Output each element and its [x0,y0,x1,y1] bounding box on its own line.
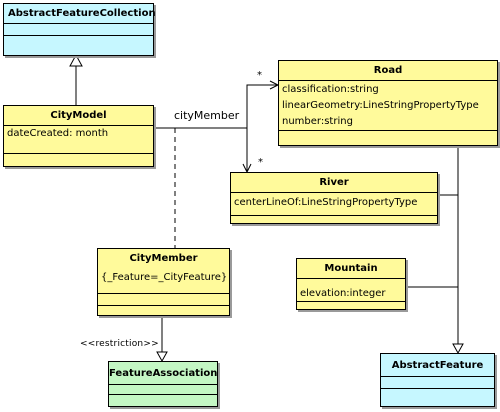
city-model-attribute: dateCreated: month [7,128,109,139]
abstract-feature-collection-operations [4,35,153,36]
abstract-feature-class[interactable]: AbstractFeature [380,353,495,407]
road-multiplicity-label: * [257,70,262,81]
road-attribute: linearGeometry:LineStringPropertyType [282,100,479,111]
river-class[interactable]: River centerLineOf:LineStringPropertyTyp… [230,172,438,224]
city-member-constraint: {_Feature=_CityFeature} [101,272,228,283]
city-model-operations [4,153,153,154]
mountain-operations [297,301,405,302]
road-name: Road [373,65,403,76]
feature-association-attributes [109,384,217,394]
city-member-name: CityMember [129,253,198,264]
abstract-feature-name: AbstractFeature [391,360,484,371]
mountain-attribute: elevation:integer [300,288,386,299]
feature-association-name: FeatureAssociation [109,368,218,379]
river-operations [231,215,437,216]
river-name: River [319,177,349,188]
feature-association-operations [109,394,217,395]
city-member-class[interactable]: CityMember {_Feature=_CityFeature} [97,248,230,316]
feature-association-class[interactable]: FeatureAssociation [108,361,218,407]
mountain-name: Mountain [324,263,378,274]
river-multiplicity-label: * [258,157,263,168]
mountain-class[interactable]: Mountain elevation:integer [296,258,406,310]
city-model-name: CityModel [50,110,107,121]
abstract-feature-operations [381,388,494,389]
mountain-attributes: elevation:integer [297,278,405,301]
road-operations [279,130,497,131]
city-model-attributes: dateCreated: month [4,125,153,153]
abstract-feature-collection-attributes [4,23,153,35]
abstract-feature-collection-name: AbstractFeatureCollection [8,8,156,19]
association-name-label: cityMember [174,109,240,122]
road-attributes: classification:string linearGeometry:Lin… [279,80,497,130]
citymember-association-line [153,84,278,129]
road-attribute: classification:string [282,84,379,95]
river-attributes: centerLineOf:LineStringPropertyType [231,192,437,215]
road-attribute: number:string [282,116,353,127]
stereotype-label: <<restriction>> [80,339,159,349]
city-member-operations [98,305,229,306]
abstract-feature-collection-class[interactable]: AbstractFeatureCollection [3,3,156,56]
restriction-generalization-arrowhead [156,351,168,363]
river-attribute: centerLineOf:LineStringPropertyType [234,197,418,208]
abstract-feature-attributes [381,376,494,388]
city-model-class[interactable]: CityModel dateCreated: month [3,105,154,167]
abstractfeature-generalization-arrowhead [452,343,464,355]
road-class[interactable]: Road classification:string linearGeometr… [278,60,498,146]
citymodel-generalization-arrowhead [69,53,83,67]
city-member-attributes [98,293,229,305]
